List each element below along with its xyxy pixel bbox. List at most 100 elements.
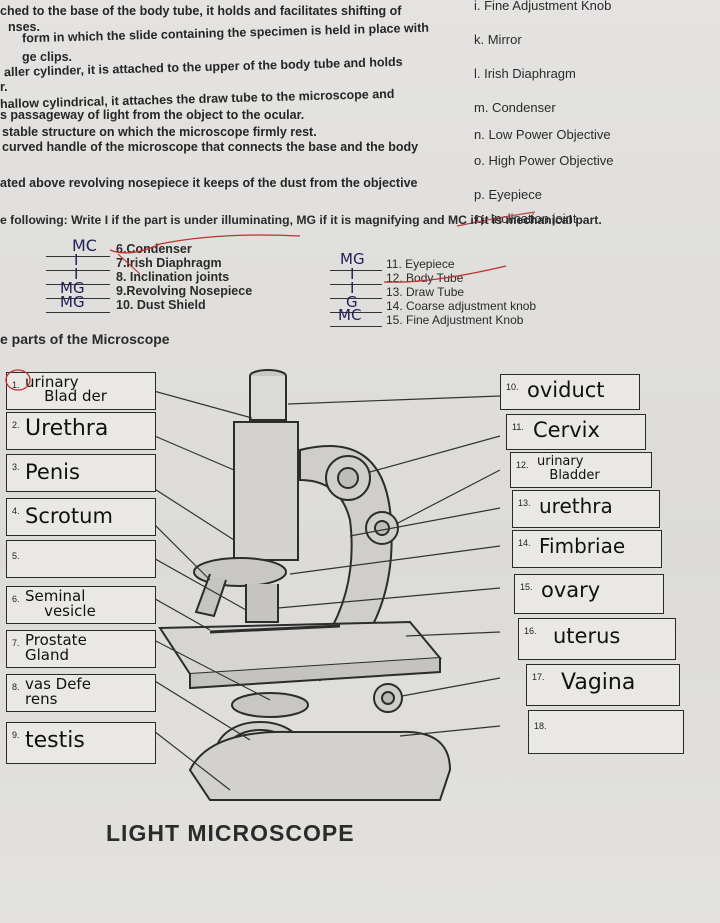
diagram-title: LIGHT MICROSCOPE <box>106 820 355 846</box>
item-label: 14. Coarse adjustment knob <box>386 299 537 313</box>
choice-item: l. Irish Diaphragm <box>474 66 576 81</box>
answer-line[interactable] <box>330 284 382 299</box>
box-number: 12. <box>516 460 529 470</box>
box-number: 7. <box>12 638 20 648</box>
box-answer: ovary <box>541 578 601 602</box>
red-check-mark <box>109 234 301 275</box>
matching-row: G 14. Coarse adjustment knob <box>330 293 590 313</box>
answer-line[interactable] <box>330 270 382 285</box>
answer-line[interactable] <box>330 298 382 313</box>
item-label: 15. Fine Adjustment Knob <box>386 313 524 327</box>
answer-text: I <box>74 265 79 283</box>
red-strike-mark <box>383 265 507 283</box>
box-number: 15. <box>520 582 533 592</box>
box-number: 13. <box>518 498 531 508</box>
item-label: 9.Revolving Nosepiece <box>116 284 253 298</box>
label-box[interactable]: 16. uterus <box>518 618 676 660</box>
choice-item: o. High Power Objective <box>474 153 614 168</box>
matching-row: I 13. Draw Tube <box>330 279 590 299</box>
box-answer: Prostate Gland <box>25 631 87 664</box>
label-box[interactable]: 12. urinary Bladder <box>510 452 652 488</box>
answer-line[interactable] <box>46 298 110 313</box>
box-number: 10. <box>506 382 519 392</box>
strike-mark <box>456 211 536 227</box>
box-answer: oviduct <box>527 378 605 402</box>
choice-item: n. Low Power Objective <box>474 127 611 142</box>
label-box[interactable]: 10. oviduct <box>500 374 640 410</box>
answer-text: I <box>74 251 79 269</box>
box-answer: Vagina <box>561 670 636 695</box>
matching-row: MG 11. Eyepiece <box>330 250 590 271</box>
choice-item: m. Condenser <box>474 100 556 115</box>
description-line: curved handle of the microscope that con… <box>2 140 419 154</box>
answer-text: MG <box>60 293 85 311</box>
matching-right-list: MG 11. Eyepiece I 12. Body Tube I 13. Dr… <box>330 250 590 327</box>
choice-item: p. Eyepiece <box>474 187 542 202</box>
label-box[interactable]: 18. <box>528 710 684 754</box>
answer-line[interactable] <box>46 256 110 271</box>
box-number: 18. <box>534 721 547 731</box>
answer-text: MC <box>72 236 97 255</box>
label-box[interactable]: 3. Penis <box>6 454 156 492</box>
label-box[interactable]: 17. Vagina <box>526 664 680 706</box>
label-box[interactable]: 8. vas Defe rens <box>6 674 156 712</box>
description-line: form in which the slide containing the s… <box>21 20 430 46</box>
answer-line[interactable] <box>46 270 110 285</box>
box-answer: Penis <box>25 460 80 484</box>
item-label: 11. Eyepiece <box>386 257 455 271</box>
matching-row: MG 9.Revolving Nosepiece <box>46 279 276 299</box>
label-box[interactable]: 1. urinary Blad der <box>6 372 156 410</box>
matching-row: MG 10. Dust Shield <box>46 293 276 313</box>
description-line: s passageway of light from the object to… <box>0 108 305 122</box>
label-box[interactable]: 15. ovary <box>514 574 664 614</box>
box-answer: urinary Bladder <box>537 454 600 483</box>
choice-item: i. Fine Adjustment Knob <box>474 0 612 13</box>
description-line: nses. <box>8 20 40 34</box>
box-number: 1. <box>12 380 20 390</box>
label-box[interactable]: 11. Cervix <box>506 414 646 450</box>
box-answer: vas Defe rens <box>25 675 91 708</box>
description-line: ge clips. <box>22 50 73 64</box>
label-box[interactable]: 6. Seminal vesicle <box>6 586 156 624</box>
item-label: 7.Irish Diaphragm <box>116 256 222 270</box>
answer-line[interactable] <box>330 256 382 271</box>
box-answer: urinary Blad der <box>25 373 107 405</box>
answer-text: MG <box>340 250 365 268</box>
matching-row: I 8. Inclination joints <box>46 265 276 285</box>
label-box[interactable]: 5. <box>6 540 156 578</box>
label-box[interactable]: 4. Scrotum <box>6 498 156 536</box>
answer-text: I <box>350 279 355 297</box>
box-answer: uterus <box>553 624 621 648</box>
box-number: 2. <box>12 420 20 430</box>
box-number: 11. <box>512 422 524 432</box>
label-box[interactable]: 2. Urethra <box>6 412 156 450</box>
box-number: 9. <box>12 730 20 740</box>
matching-left-list: MC 6.Condenser I 7.Irish Diaphragm I 8. … <box>46 236 276 313</box>
box-number: 8. <box>12 682 20 692</box>
answer-text: MG <box>60 279 85 297</box>
label-box[interactable]: 7. Prostate Gland <box>6 630 156 668</box>
answer-line[interactable] <box>46 284 110 299</box>
box-number: 5. <box>12 551 20 561</box>
answer-line[interactable] <box>46 242 110 257</box>
answer-line[interactable] <box>330 312 382 327</box>
box-answer: Scrotum <box>25 504 113 528</box>
description-line: ated above revolving nosepiece it keeps … <box>0 176 418 190</box>
answer-text: G <box>346 293 358 311</box>
box-number: 4. <box>12 506 20 516</box>
box-answer: Cervix <box>533 418 600 442</box>
microscope-diagram <box>150 369 501 801</box>
item-label: 8. Inclination joints <box>116 270 230 284</box>
matching-row: I 7.Irish Diaphragm <box>46 251 276 271</box>
box-answer: testis <box>25 728 85 753</box>
box-number: 6. <box>12 594 20 604</box>
choice-item: q. Inclination joint <box>476 211 577 226</box>
label-box[interactable]: 9. testis <box>6 722 156 764</box>
red-circle-mark <box>5 369 31 391</box>
label-box[interactable]: 14. Fimbriae <box>512 530 662 568</box>
box-answer: Urethra <box>25 416 109 441</box>
item-label: 13. Draw Tube <box>386 285 465 299</box>
box-number: 3. <box>12 462 20 472</box>
label-box[interactable]: 13. urethra <box>512 490 660 528</box>
box-number: 14. <box>518 538 531 548</box>
